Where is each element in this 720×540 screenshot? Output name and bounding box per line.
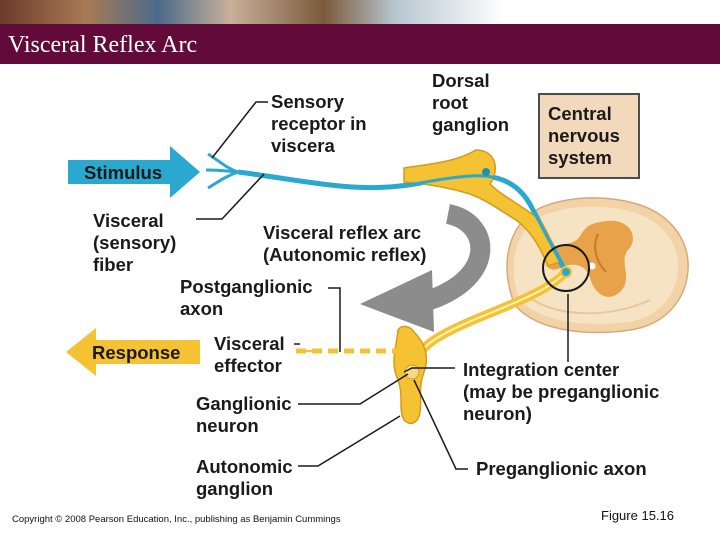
figure-number: Figure 15.16	[601, 508, 674, 523]
sensory-receptor-label: Sensory receptor in viscera	[271, 91, 367, 156]
copyright-text: Copyright © 2008 Pearson Education, Inc.…	[12, 514, 341, 525]
ganglionic-neuron-label: Ganglionic neuron	[196, 393, 292, 436]
spinal-cord	[506, 197, 689, 334]
cns-box: Central nervous system	[538, 93, 640, 179]
cns-label: Central nervous system	[548, 103, 620, 168]
stimulus-arrow	[68, 146, 200, 198]
autonomic-ganglion-shape	[393, 325, 428, 425]
autonomic-ganglion-label: Autonomic ganglion	[196, 456, 293, 499]
postganglionic-axon-label: Postganglionic axon	[180, 276, 313, 319]
response-arrow	[66, 328, 200, 376]
visceral-reflex-arc-label: Visceral reflex arc (Autonomic reflex)	[263, 222, 427, 265]
slide-title: Visceral Reflex Arc	[8, 32, 198, 58]
visceral-effector-label: Visceral effector	[214, 333, 285, 376]
reflex-direction-arrow	[360, 204, 491, 332]
decorative-banner	[0, 0, 720, 24]
leader-lines	[196, 101, 569, 470]
integration-center-circle	[542, 244, 590, 292]
visceral-fiber-label: Visceral (sensory) fiber	[93, 210, 177, 275]
integration-center-label: Integration center (may be preganglionic…	[463, 359, 660, 424]
stimulus-label: Stimulus	[84, 162, 163, 183]
title-bar: Visceral Reflex Arc	[0, 24, 720, 64]
response-label: Response	[92, 342, 181, 363]
dorsal-root-ganglion-label: Dorsal root ganglion	[432, 70, 510, 135]
preganglionic-axon-label: Preganglionic axon	[476, 458, 647, 479]
interneuron-dot	[560, 266, 572, 278]
